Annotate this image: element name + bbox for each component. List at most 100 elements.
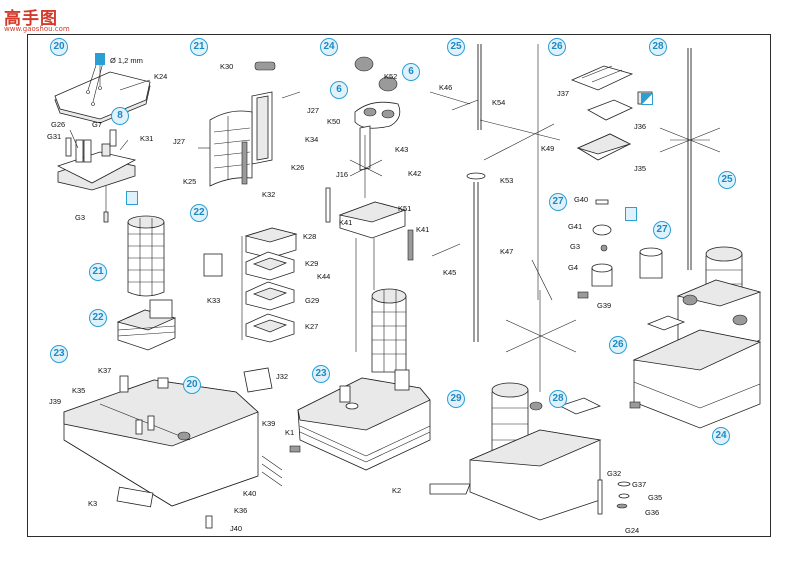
part-label: G26 <box>51 120 66 129</box>
part-label: K37 <box>98 366 112 375</box>
step26-radar-frames <box>570 65 653 161</box>
part-label: K3 <box>88 499 98 508</box>
part-label: K2 <box>392 486 402 495</box>
part-label: G32 <box>607 469 622 478</box>
step-number: 24 <box>320 38 338 56</box>
step-ref-callout: 25 <box>718 171 736 189</box>
step-ref-callout: 6 <box>402 63 420 81</box>
part-label: G36 <box>645 508 660 517</box>
part-label: K45 <box>443 268 457 277</box>
part-label: K51 <box>398 204 412 213</box>
step-ref-callout: 20 <box>183 376 201 394</box>
step-number: 26 <box>548 38 566 56</box>
part-label: K26 <box>291 163 305 172</box>
part-label: G39 <box>597 301 612 310</box>
step-ref-callout: 8 <box>111 107 129 125</box>
step21-funnel-parts <box>198 61 301 187</box>
part-label: K35 <box>72 386 86 395</box>
part-label: G29 <box>305 296 320 305</box>
watermark-url: www.gaoshou.com <box>4 25 70 33</box>
step-ref-callout: 21 <box>89 263 107 281</box>
part-label: K41 <box>339 218 353 227</box>
step-number: 27 <box>549 193 567 211</box>
part-label: K34 <box>305 135 319 144</box>
part-label: K50 <box>327 117 341 126</box>
part-label: G35 <box>648 493 663 502</box>
step22-platforms <box>203 227 298 343</box>
part-label: G41 <box>568 222 583 231</box>
part-label: G24 <box>625 526 640 535</box>
step-number: 29 <box>447 390 465 408</box>
watermark-logo: 高手图 www.gaoshou.com <box>4 4 70 34</box>
step23-main-deck <box>63 367 283 529</box>
part-label: J36 <box>634 122 647 131</box>
part-label: J40 <box>230 524 243 533</box>
step20-funnel-assembly <box>116 215 177 351</box>
part-label: K31 <box>140 134 154 143</box>
part-label: K49 <box>541 144 555 153</box>
step-number: 25 <box>447 38 465 56</box>
drill-hole-icon <box>95 53 105 65</box>
step-ref-callout: 6 <box>330 81 348 99</box>
step-number: 22 <box>190 204 208 222</box>
part-label: G7 <box>92 120 103 129</box>
part-label: K32 <box>262 190 276 199</box>
part-label: K46 <box>439 83 453 92</box>
part-label: G31 <box>47 132 62 141</box>
part-label: J39 <box>49 397 62 406</box>
part-label: K47 <box>500 247 514 256</box>
step25-masts <box>429 44 561 342</box>
step-number: 20 <box>50 38 68 56</box>
step20-deck-plate-k24 <box>54 61 151 124</box>
part-label: K27 <box>305 322 319 331</box>
part-label: K44 <box>317 272 331 281</box>
part-label: K41 <box>416 225 430 234</box>
step-ref-callout: 28 <box>549 390 567 408</box>
step-number: 21 <box>190 38 208 56</box>
part-label: K33 <box>207 296 221 305</box>
step-ref-callout: 22 <box>89 309 107 327</box>
glue-icon <box>126 191 138 205</box>
step-ref-callout: 26 <box>609 336 627 354</box>
part-label: J16 <box>336 170 349 179</box>
part-label: K40 <box>243 489 257 498</box>
part-label: G40 <box>574 195 589 204</box>
step-ref-callout: 23 <box>312 365 330 383</box>
step-number: 23 <box>50 345 68 363</box>
part-label: K24 <box>154 72 168 81</box>
part-label: K43 <box>395 145 409 154</box>
part-label: K1 <box>285 428 295 437</box>
drill-size-note: Ø 1,2 mm <box>110 56 143 65</box>
part-label: G4 <box>568 263 579 272</box>
part-label: K36 <box>234 506 248 515</box>
part-label: K28 <box>303 232 317 241</box>
part-label: K29 <box>305 259 319 268</box>
paint-icon <box>641 93 653 105</box>
drawing-border <box>27 34 771 537</box>
step27-parts <box>577 199 663 299</box>
part-label: K39 <box>262 419 276 428</box>
step-number: 28 <box>649 38 667 56</box>
step20-bridge-base <box>56 129 137 223</box>
watermark-title: 高手图 <box>4 9 58 29</box>
part-label: K53 <box>500 176 514 185</box>
step29-final-assembly <box>429 290 631 521</box>
part-label: J32 <box>276 372 289 381</box>
part-label: K30 <box>220 62 234 71</box>
part-label: K42 <box>408 169 422 178</box>
glue-icon <box>625 207 637 221</box>
part-label: K52 <box>384 72 398 81</box>
part-label: G37 <box>632 480 647 489</box>
part-label: K54 <box>492 98 506 107</box>
step28-superstructure <box>629 48 762 429</box>
step-ref-callout: 27 <box>653 221 671 239</box>
step-ref-callout: 24 <box>712 427 730 445</box>
part-label: J37 <box>557 89 570 98</box>
part-label: G3 <box>570 242 581 251</box>
part-label: J35 <box>634 164 647 173</box>
part-label: J27 <box>307 106 320 115</box>
part-label: G3 <box>75 213 86 222</box>
part-label: K25 <box>183 177 197 186</box>
